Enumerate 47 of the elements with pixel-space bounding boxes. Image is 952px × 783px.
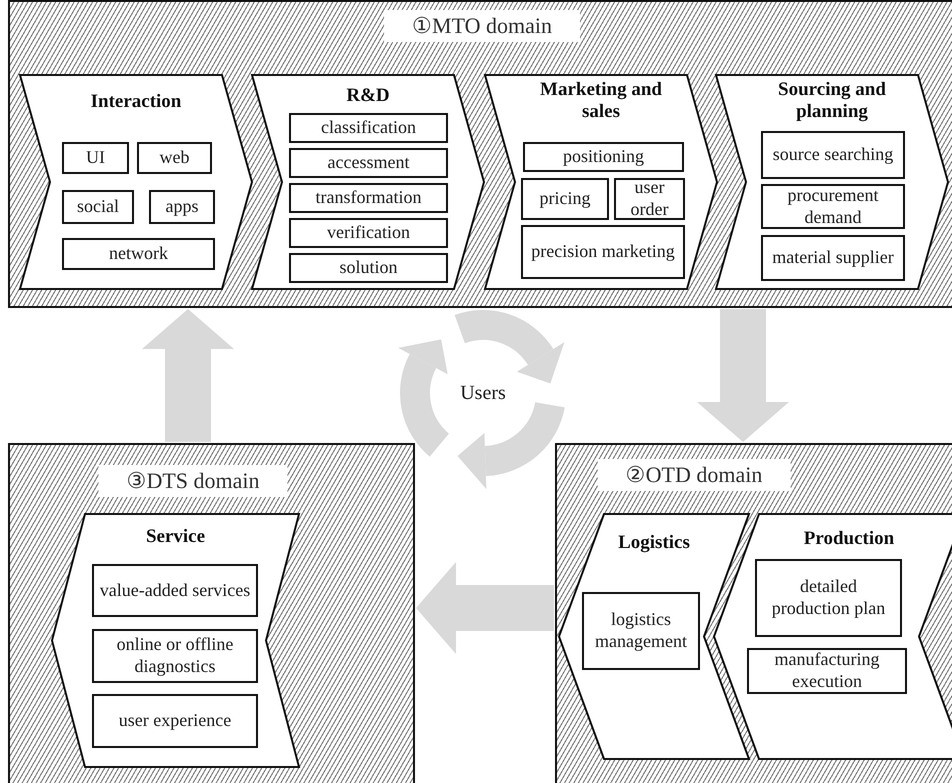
chevron-stage: [20, 75, 252, 289]
block-arrow: [697, 309, 789, 442]
activity-box: transformation: [289, 183, 448, 213]
activity-box: web: [137, 142, 212, 174]
block-arrow: [142, 309, 234, 442]
domain-panel: [8, 0, 952, 308]
activity-box: material supplier: [761, 235, 905, 281]
activity-box: user experience: [92, 694, 258, 748]
activity-box: accessment: [289, 148, 448, 178]
activity-box: user order: [614, 178, 685, 220]
stage-heading: Interaction: [90, 91, 182, 112]
stage-heading: Logistics: [618, 532, 690, 553]
activity-box: source searching: [761, 131, 905, 179]
activity-box: pricing: [521, 178, 609, 220]
activity-box: apps: [149, 190, 215, 224]
activity-box: online or offline diagnostics: [92, 629, 258, 683]
stage-heading: Marketing and sales: [540, 79, 662, 122]
activity-box: manufacturing execution: [747, 648, 907, 694]
domain-panel: [8, 443, 415, 783]
activity-box: detailed production plan: [755, 559, 902, 637]
chevron-stage: [252, 75, 484, 289]
activity-box: UI: [62, 142, 129, 174]
stage-heading: Production: [804, 528, 894, 549]
activity-box: solution: [289, 253, 448, 283]
activity-box: precision marketing: [521, 225, 685, 279]
block-arrow: [416, 562, 554, 654]
users-label: Users: [448, 378, 518, 408]
chevron-stage: [559, 514, 749, 759]
activity-box: verification: [289, 218, 448, 248]
activity-box: network: [62, 238, 215, 270]
chevron-stage: [714, 514, 952, 759]
domain-title: ③DTS domain: [98, 465, 288, 497]
activity-box: positioning: [523, 142, 684, 172]
domain-panel: [555, 443, 952, 783]
chevron-stage: [52, 514, 299, 767]
domain-title: ①MTO domain: [384, 10, 580, 42]
activity-box: procurement demand: [761, 184, 905, 229]
activity-box: social: [62, 190, 134, 224]
stage-heading: Service: [146, 526, 206, 547]
activity-box: value-added services: [92, 564, 258, 617]
chevron-stage: [716, 75, 948, 289]
activity-box: classification: [289, 113, 448, 143]
domain-title: ②OTD domain: [598, 459, 790, 491]
activity-box: logistics management: [582, 592, 700, 670]
chevron-stage: [485, 75, 717, 289]
stage-heading: Sourcing and planning: [778, 79, 886, 122]
stage-heading: R&D: [346, 85, 390, 106]
